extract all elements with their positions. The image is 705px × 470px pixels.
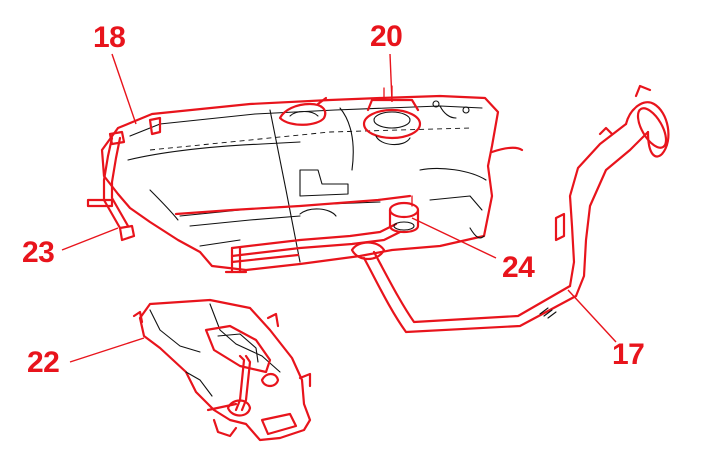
fuel-lines	[174, 194, 413, 274]
leader-24	[411, 217, 497, 259]
leader-20	[389, 53, 393, 103]
callout-20: 20	[370, 20, 403, 53]
fuel-tank	[100, 94, 524, 272]
filler-neck	[350, 84, 670, 334]
leader-18	[111, 53, 137, 125]
callout-17: 17	[612, 338, 645, 371]
callout-23: 23	[22, 236, 55, 269]
leader-lines	[61, 53, 617, 363]
callout-18: 18	[93, 21, 126, 54]
callout-24: 24	[502, 251, 535, 284]
charcoal-canister	[132, 298, 312, 442]
leader-23	[61, 227, 119, 251]
tank-strap	[86, 130, 136, 242]
callout-22: 22	[27, 346, 60, 379]
leader-22	[69, 337, 145, 363]
tank-connector	[388, 201, 420, 234]
leader-17	[567, 289, 617, 343]
